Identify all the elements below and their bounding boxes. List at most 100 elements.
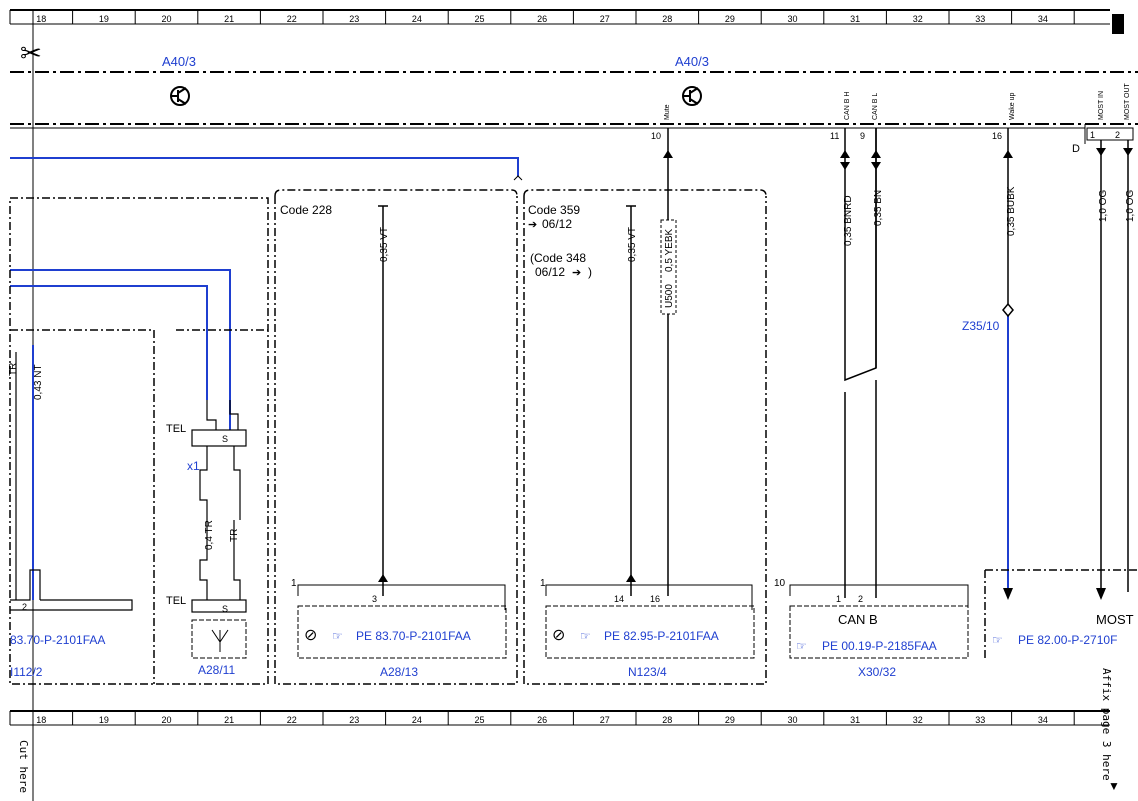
arrow-right-icon: ➔: [528, 219, 537, 231]
svg-text:MOST OUT: MOST OUT: [1124, 82, 1131, 120]
svg-text:0,35 VT: 0,35 VT: [379, 227, 390, 262]
ruler-column-label: 28: [662, 715, 672, 725]
wire-labels: 0,35 VT 0,35 VT 0,5 YEBK U500 0,35 BNRD …: [8, 186, 1136, 550]
ruler-column-label: 19: [99, 14, 109, 24]
code-359-label: Code 359: [528, 203, 580, 217]
ruler-column-label: 19: [99, 715, 109, 725]
cut-here-label: Cut here: [17, 740, 30, 793]
svg-text:0,35 BNRD: 0,35 BNRD: [843, 195, 854, 246]
book-ref-icon: ☞: [332, 629, 343, 643]
svg-text:14: 14: [614, 594, 624, 604]
tel-label-upper: TEL: [166, 423, 186, 435]
code-348-close: ): [588, 265, 592, 279]
svg-text:CAN B L: CAN B L: [872, 93, 879, 120]
ruler-column-label: 18: [36, 14, 46, 24]
svg-text:16: 16: [650, 594, 660, 604]
a28-13-ref: A28/13: [380, 665, 418, 679]
svg-text:1,0 OG: 1,0 OG: [1125, 190, 1136, 222]
svg-text:1: 1: [540, 578, 546, 589]
svg-text:11: 11: [830, 131, 839, 141]
code-348-date: 06/12: [535, 265, 565, 279]
can-b-title: CAN B: [838, 612, 878, 627]
x30-32-ref: X30/32: [858, 665, 896, 679]
svg-text:MOST IN: MOST IN: [1098, 91, 1105, 120]
code-348-label: (Code 348: [530, 251, 586, 265]
svg-text:1: 1: [1090, 130, 1095, 140]
ruler-column-label: 25: [475, 715, 485, 725]
svg-text:2: 2: [858, 594, 863, 604]
scissors-icon: ✂: [20, 38, 42, 68]
svg-text:Mute: Mute: [664, 104, 671, 120]
module-border: [10, 71, 1138, 125]
module-symbol-icon: [170, 86, 702, 106]
svg-text:CAN B H: CAN B H: [844, 92, 851, 120]
ruler-column-label: 30: [788, 715, 798, 725]
n123-4-pe: PE 82.95-P-2101FAA: [604, 629, 719, 643]
svg-text:Wake up: Wake up: [1009, 93, 1016, 120]
ruler-column-label: 29: [725, 14, 735, 24]
module-ref-right: A40/3: [675, 54, 709, 69]
ruler-column-label: 30: [788, 14, 798, 24]
ruler-column-label: 32: [913, 715, 923, 725]
svg-text:1,0 OG: 1,0 OG: [1098, 190, 1109, 222]
ruler-column-label: 21: [224, 14, 234, 24]
left-ref: I112/2: [10, 665, 43, 679]
svg-text:0,35 VT: 0,35 VT: [627, 227, 638, 262]
antenna-icon: [211, 629, 229, 652]
left-pe: 83.70-P-2101FAA: [10, 633, 105, 647]
code-228-label: Code 228: [280, 203, 332, 217]
ruler-column-label: 22: [287, 14, 297, 24]
book-ref-icon: ☞: [992, 633, 1003, 647]
ruler-column-label: 18: [36, 715, 46, 725]
svg-text:0,5 YEBK: 0,5 YEBK: [664, 228, 675, 272]
svg-text:1: 1: [836, 594, 841, 604]
ruler-column-label: 29: [725, 715, 735, 725]
ruler-column-label: 32: [913, 14, 923, 24]
ruler-column-label: 27: [600, 14, 610, 24]
n123-4-box: [545, 605, 755, 659]
black-wires: [378, 128, 1129, 598]
arrow-down-icon: ▼: [1108, 779, 1120, 793]
tel-connector: [10, 352, 247, 613]
ruler-column-label: 21: [224, 715, 234, 725]
left-pin: 2: [22, 602, 27, 612]
affix-label: Affix page 3 here: [1100, 668, 1113, 781]
antenna-box: [191, 619, 247, 659]
svg-text:9: 9: [860, 131, 865, 141]
a28-13-box: [297, 605, 507, 659]
svg-text:3: 3: [372, 594, 377, 604]
page-corner-mark: [1112, 14, 1124, 34]
ruler-column-label: 34: [1038, 715, 1048, 725]
ruler-column-label: 33: [975, 14, 985, 24]
x1-label: x1: [187, 459, 200, 473]
svg-text:10: 10: [651, 131, 661, 141]
ruler-column-label: 34: [1038, 14, 1048, 24]
pin-arrow-icons: [378, 148, 1133, 600]
ruler-column-label: 31: [850, 14, 860, 24]
svg-text:0,43 NT: 0,43 NT: [33, 364, 44, 400]
book-ref-icon: ☞: [796, 639, 807, 653]
svg-text:16: 16: [992, 131, 1002, 141]
svg-text:TR: TR: [8, 363, 19, 376]
most-pe: PE 82.00-P-2710F: [1018, 633, 1117, 647]
n123-4-ref: N123/4: [628, 665, 667, 679]
a28-11-ref: A28/11: [198, 663, 235, 677]
book-ref-icon: ☞: [580, 629, 591, 643]
ruler-column-label: 25: [475, 14, 485, 24]
ruler-column-label: 23: [349, 715, 359, 725]
svg-text:1: 1: [291, 578, 297, 589]
a28-13-pe: PE 83.70-P-2101FAA: [356, 629, 471, 643]
ruler-column-label: 27: [600, 715, 610, 725]
splice-ref: Z35/10: [962, 319, 1000, 333]
svg-text:10: 10: [774, 578, 786, 589]
tel-label-lower: TEL: [166, 595, 186, 607]
ruler-column-label: 33: [975, 715, 985, 725]
x30-32-box: [789, 605, 969, 659]
component-frames: [9, 189, 1138, 685]
module-ref-left: A40/3: [162, 54, 196, 69]
arrow-right-icon: ➔: [572, 267, 581, 279]
svg-text:U500: U500: [664, 284, 675, 308]
ruler-column-label: 23: [349, 14, 359, 24]
x30-32-pe: PE 00.19-P-2185FAA: [822, 639, 937, 653]
